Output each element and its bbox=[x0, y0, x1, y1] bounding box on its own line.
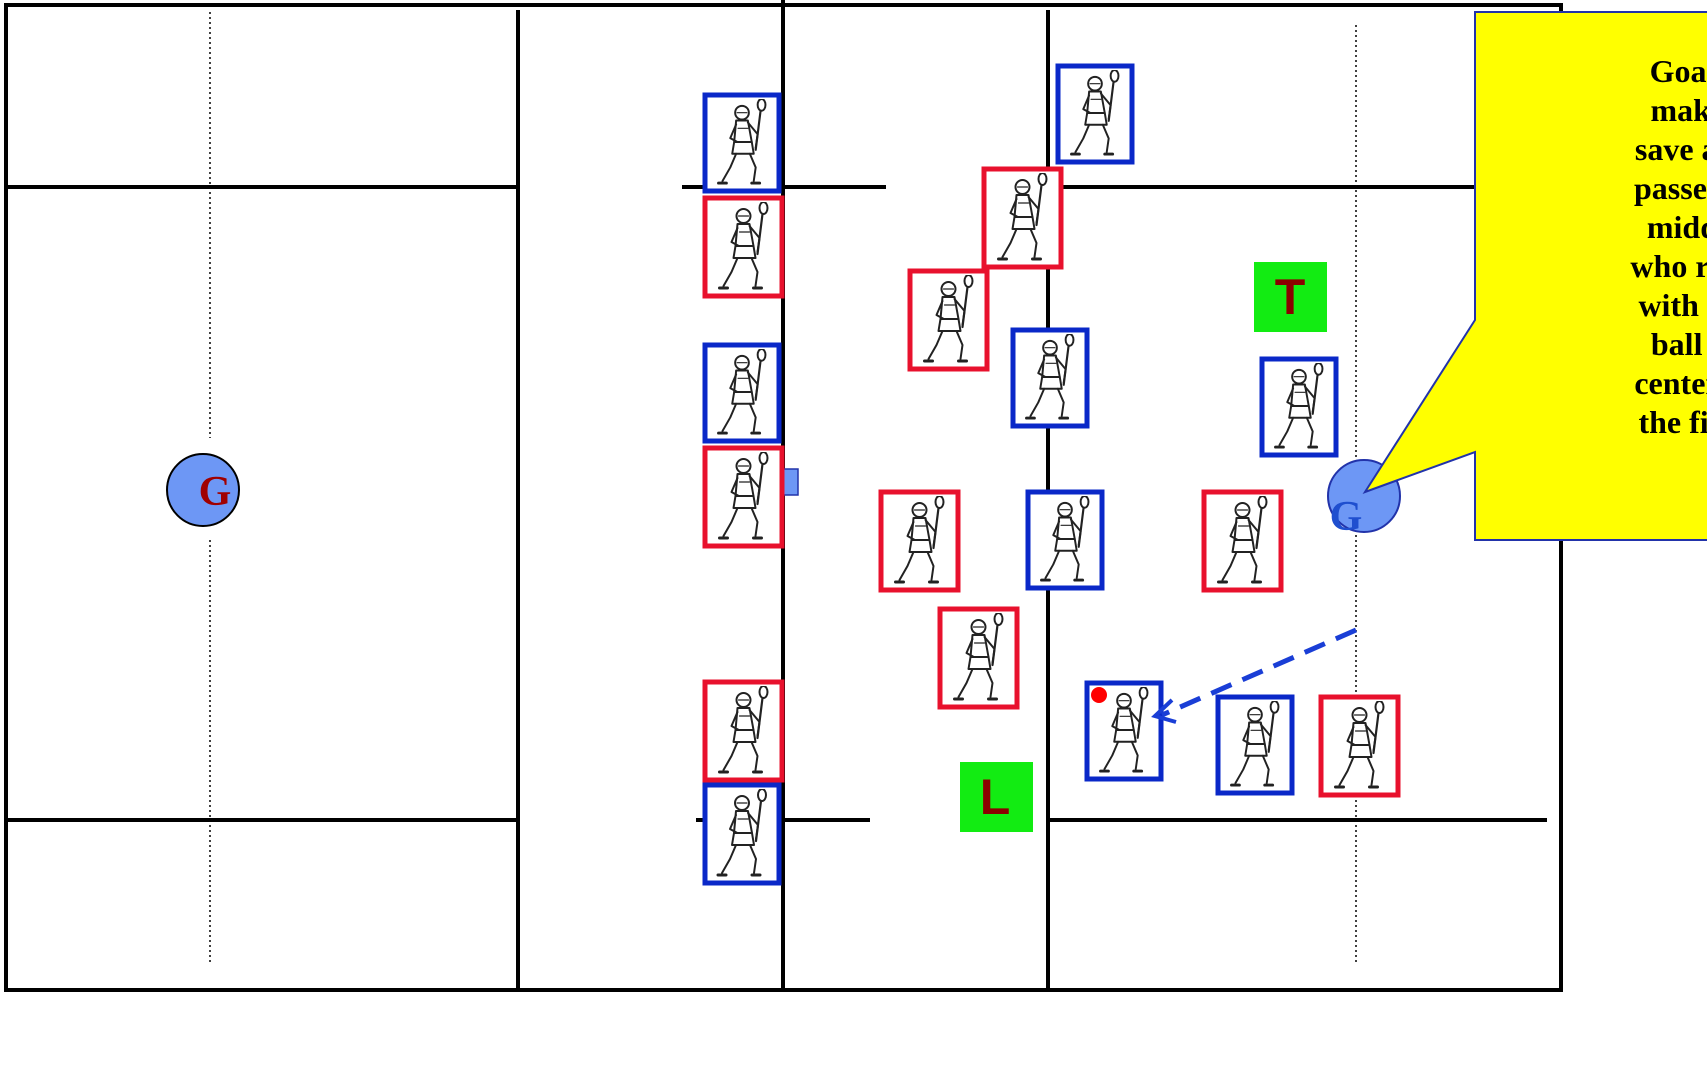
red-player bbox=[940, 609, 1017, 707]
blue-player bbox=[1013, 330, 1087, 426]
blue-player bbox=[1028, 492, 1102, 588]
callout-line: center of bbox=[1606, 364, 1707, 403]
blue-player bbox=[705, 785, 779, 883]
red-player bbox=[705, 198, 782, 296]
marker-t: T bbox=[1254, 262, 1327, 332]
goal-crease-left: G bbox=[167, 454, 239, 526]
red-player bbox=[1204, 492, 1281, 590]
callout-line: middie bbox=[1606, 208, 1707, 247]
red-player bbox=[984, 169, 1061, 267]
callout-text: Goalie makes save and passes to middie w… bbox=[1606, 52, 1707, 442]
ball-icon bbox=[1091, 687, 1107, 703]
callout-line: makes bbox=[1606, 91, 1707, 130]
red-player bbox=[705, 682, 782, 780]
blue-player bbox=[705, 345, 779, 441]
callout-line: with the bbox=[1606, 286, 1707, 325]
marker-t-label: T bbox=[1275, 269, 1306, 325]
faceoff-x-marker bbox=[783, 469, 798, 495]
goal-label-right: G bbox=[1330, 494, 1363, 540]
callout-line: save and bbox=[1606, 130, 1707, 169]
callout-line: the field bbox=[1606, 403, 1707, 442]
callout-line: passes to bbox=[1606, 169, 1707, 208]
callout-line: Goalie bbox=[1606, 52, 1707, 91]
goal-label-left: G bbox=[199, 469, 232, 515]
red-player bbox=[1321, 697, 1398, 795]
red-player bbox=[705, 448, 782, 546]
blue-player bbox=[1262, 359, 1336, 455]
callout-line: who runs bbox=[1606, 247, 1707, 286]
red-player bbox=[910, 271, 987, 369]
blue-player bbox=[1058, 66, 1132, 162]
blue-player bbox=[705, 95, 779, 191]
marker-l: L bbox=[960, 762, 1033, 832]
marker-l-label: L bbox=[980, 769, 1011, 825]
callout-line: ball to bbox=[1606, 325, 1707, 364]
red-player bbox=[881, 492, 958, 590]
blue-player bbox=[1218, 697, 1292, 793]
